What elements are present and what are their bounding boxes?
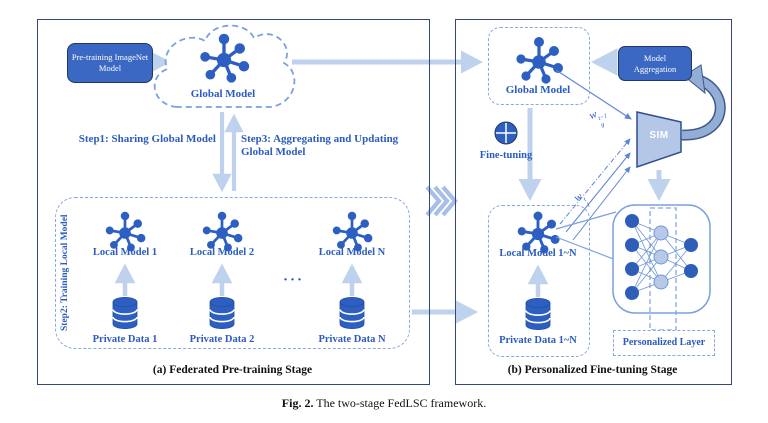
callout-line-top [555, 211, 617, 230]
pretrain-imagenet-label: Pre-training ImageNet Model [71, 52, 149, 73]
global-model-label-b: Global Model [505, 84, 571, 96]
private-data-n-label: Private Data N [318, 334, 386, 345]
figure-caption-text: The two-stage FedLSC framework. [313, 396, 487, 410]
private-data-1n-label: Private Data 1~N [499, 335, 577, 346]
fine-tuning-label: Fine-tuning [479, 150, 533, 161]
private-data-2-label: Private Data 2 [189, 334, 255, 345]
pretrain-imagenet-box: Pre-training ImageNet Model [67, 43, 153, 83]
ellipsis-dots: ··· [283, 272, 305, 288]
personalized-layer-box: Personalized Layer [613, 330, 715, 356]
model-aggregation-box: Model Aggregation [618, 46, 692, 81]
step1-label: Step1: Sharing Global Model [78, 133, 216, 145]
panel-b-caption: (b) Personalized Fine-tuning Stage [507, 364, 678, 376]
arrow-wl-to-sim-dashed [559, 138, 631, 225]
private-data-1-label: Private Data 1 [92, 334, 158, 345]
figure-caption-prefix: Fig. 2. [281, 396, 314, 410]
callout-line-bottom [555, 236, 617, 261]
arrow-wl-to-sim-2 [572, 166, 631, 241]
panel-b-frame [455, 19, 732, 385]
curved-arrow-sim-to-aggregation [681, 64, 726, 141]
global-model-label-a: Global Model [190, 88, 256, 100]
step2-vertical-label: Step2: Training Local Model [60, 214, 70, 332]
fast-forward-chevrons-icon [425, 185, 458, 217]
local-model-1-label: Local Model 1 [92, 247, 158, 258]
local-finetune-dashed-box [488, 205, 590, 357]
nn-nodes [625, 214, 698, 300]
figure-caption: Fig. 2. The two-stage FedLSC framework. [0, 396, 768, 411]
sim-trapezoid [636, 111, 682, 169]
local-model-2-label: Local Model 2 [189, 247, 255, 258]
local-model-1n-label: Local Model 1~N [499, 248, 577, 259]
model-aggregation-label: Model Aggregation [633, 52, 677, 74]
sim-label: SIM [649, 130, 669, 141]
panel-a-frame [37, 19, 430, 385]
local-model-n-label: Local Model N [318, 247, 386, 258]
arrow-wg-to-sim [555, 69, 632, 120]
local-training-dashed-box [55, 197, 410, 349]
circle-plus-icon [494, 121, 518, 145]
panel-a-caption: (a) Federated Pre-training Stage [152, 364, 313, 376]
global-model-dashed-box-b [488, 27, 590, 105]
step3-label: Step3: Aggregating and Updating Global M… [241, 133, 399, 158]
personalized-layer-label: Personalized Layer [622, 337, 706, 349]
